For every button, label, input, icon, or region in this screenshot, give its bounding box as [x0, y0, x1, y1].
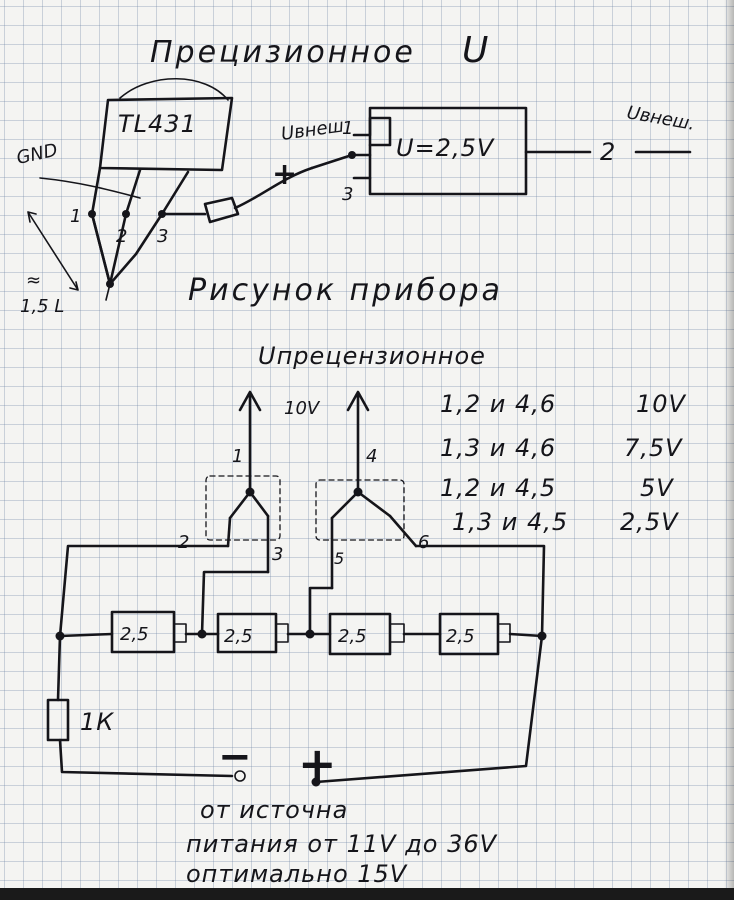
- module-pin1: 1: [342, 118, 353, 139]
- resistor-label: 1К: [80, 708, 114, 736]
- output-1-label: 1: [232, 446, 243, 467]
- title-symbol: U: [462, 30, 488, 71]
- switch-pin2: 2: [178, 532, 189, 553]
- module-d: 2,5: [438, 612, 511, 656]
- minus-sign: −: [218, 734, 252, 780]
- tl431-chip: TL431 1 2 3 GND ≈ 1,5 L: [15, 77, 234, 317]
- switch-pin3: 3: [272, 544, 283, 565]
- row1-pins: 1,2 и 4,6: [440, 390, 556, 418]
- chip-connector: Uвнеш +: [160, 115, 354, 224]
- module-pin3: 3: [342, 184, 353, 205]
- circuit-wiring: [55, 544, 547, 784]
- source-line2: питания от 11V до 36V: [186, 830, 498, 858]
- source-line3: оптимально 15V: [186, 860, 408, 888]
- switch-left: 2 3: [178, 475, 283, 574]
- module-label: U=2,5V: [396, 134, 495, 162]
- module-c-label: 2,5: [338, 626, 367, 647]
- module-pin2: 2: [600, 138, 616, 166]
- chip-pin3-label: 3: [157, 226, 168, 247]
- approx-mark: ≈: [26, 270, 41, 291]
- plus-sign: +: [272, 157, 297, 192]
- source-note: от источна питания от 11V до 36V оптимал…: [186, 796, 498, 888]
- gnd-label: GND: [15, 140, 60, 169]
- chip-name: TL431: [118, 110, 197, 138]
- row4-volt: 2,5V: [620, 508, 679, 536]
- source-line1: от источна: [200, 796, 348, 824]
- resistor-1k: 1К: [46, 698, 114, 742]
- module-a-label: 2,5: [120, 624, 149, 645]
- row4-pins: 1,3 и 4,5: [452, 508, 568, 536]
- title-text: Прецизионное: [150, 35, 416, 70]
- output-4-label: 4: [366, 446, 377, 467]
- row2-pins: 1,3 и 4,6: [440, 434, 556, 462]
- power-terminals: − +: [218, 734, 337, 791]
- module-b: 2,5: [216, 612, 289, 654]
- module-b-label: 2,5: [224, 626, 253, 647]
- row3-volt: 5V: [640, 474, 674, 502]
- row3-pins: 1,2 и 4,5: [440, 474, 556, 502]
- module-c: 2,5: [328, 612, 405, 656]
- drawing-title: Рисунок прибора: [188, 273, 503, 308]
- switch-right: 5 6: [315, 479, 429, 590]
- plus-terminal-sign: +: [298, 737, 337, 791]
- chip-pin1-label: 1: [70, 206, 81, 227]
- distance-label: 1,5 L: [20, 296, 64, 317]
- u-precise-label: Uпрецензионное: [258, 342, 486, 370]
- row1-volt: 10V: [636, 390, 687, 418]
- u-vnesh-out-label: Uвнеш.: [625, 102, 696, 135]
- module-d-label: 2,5: [446, 626, 475, 647]
- switch-pin6: 6: [418, 532, 429, 553]
- switch-pin5: 5: [334, 549, 344, 568]
- row2-volt: 7,5V: [624, 434, 683, 462]
- v10-label: 10V: [284, 398, 321, 419]
- voltage-table: 1,2 и 4,6 10V 1,3 и 4,6 7,5V 1,2 и 4,5 5…: [440, 390, 687, 536]
- reference-module: 1 3 U=2,5V 2 Uвнеш.: [342, 102, 697, 205]
- module-a: 2,5: [110, 610, 187, 654]
- chip-pin2-label: 2: [116, 226, 127, 247]
- u-vnesh-label: Uвнеш: [280, 115, 345, 145]
